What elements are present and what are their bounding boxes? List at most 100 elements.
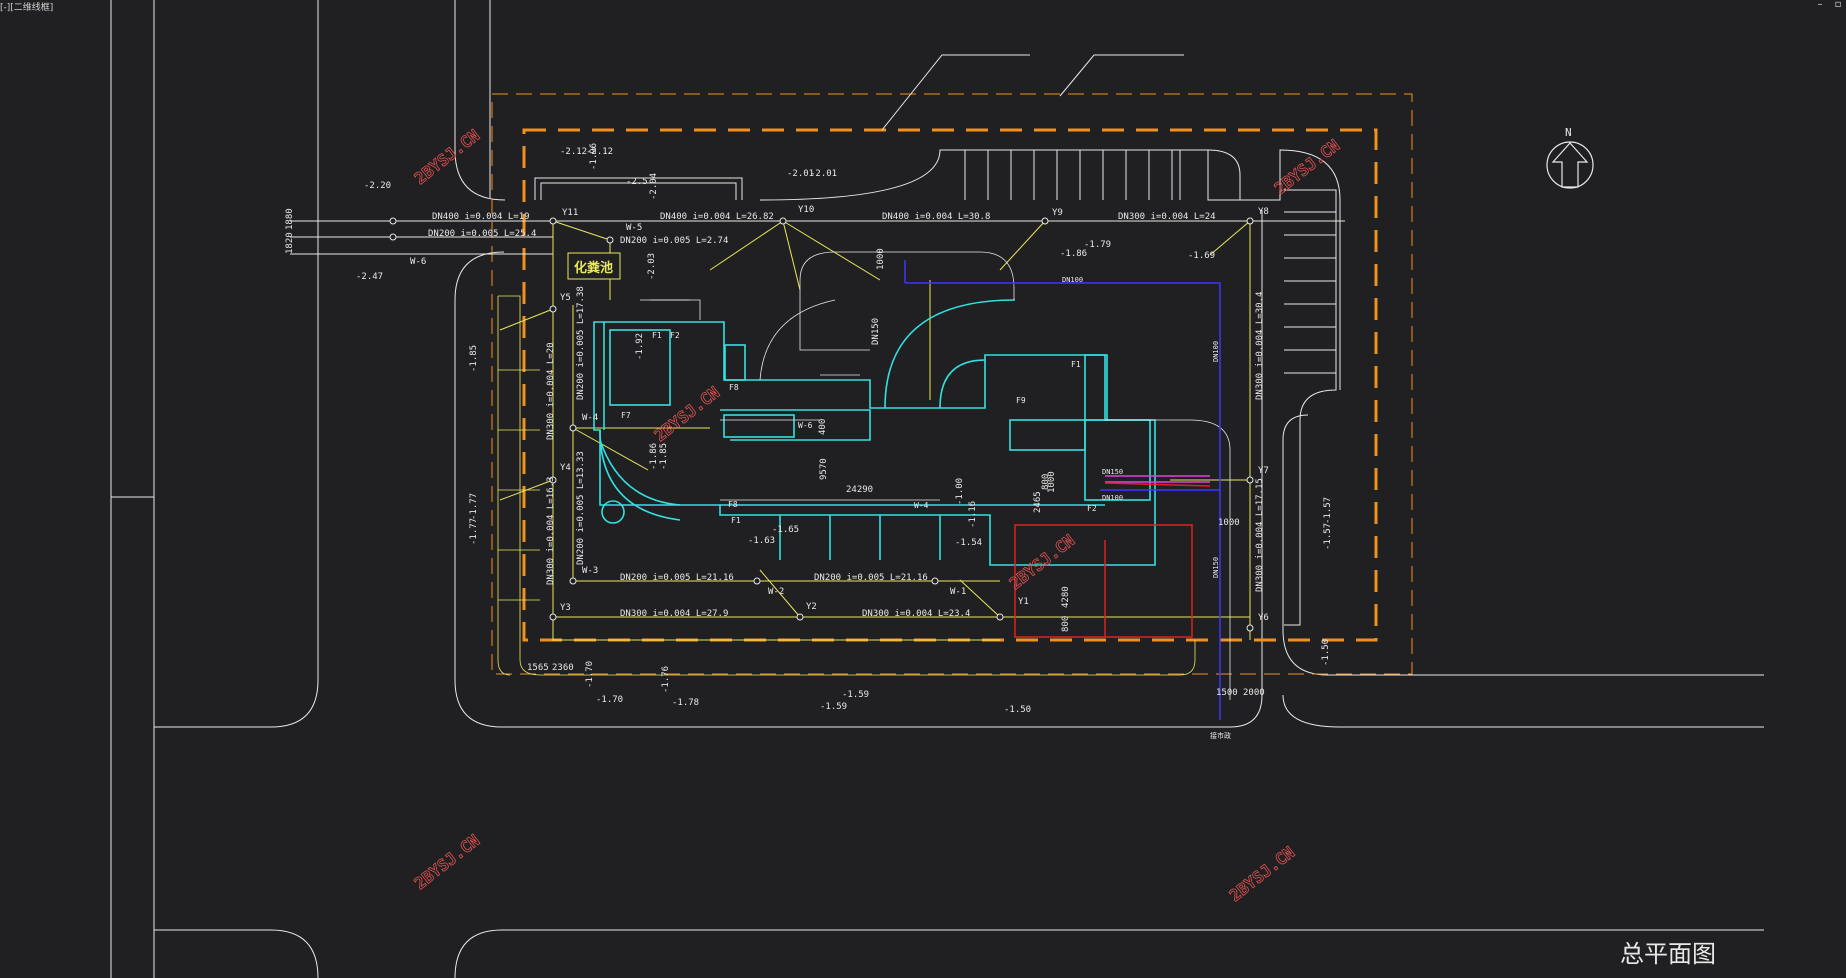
window-controls: – ▫ — [1814, 0, 1844, 10]
pipe-label: DN200 i=0.005 L=13.33 — [576, 451, 586, 565]
watermark: 2BYSJ.CN — [1006, 531, 1078, 593]
pipe-label: DN300 i=0.004 L=16.3 — [546, 477, 556, 585]
pipe-label: DN300 i=0.004 L=27.9 — [620, 609, 728, 619]
elevation-label: -1.50 — [1004, 705, 1031, 715]
dimension-label: 800 — [1041, 474, 1051, 490]
watermark: 2BYSJ.CN — [1226, 843, 1298, 905]
room-tag: F1 — [652, 331, 662, 340]
building-outline — [593, 299, 1156, 566]
node-w6: W-6 — [410, 257, 426, 267]
dimension-label: 1880 — [285, 208, 295, 230]
septic-tank — [567, 252, 621, 280]
pipe-label: DN400 i=0.004 L=30.8 — [882, 212, 990, 222]
pipe-label: DN150 — [1102, 468, 1123, 476]
dimension-label: 1820 — [285, 232, 295, 254]
room-tag: F1 — [731, 516, 741, 525]
elevation-label: -2.01 — [787, 169, 814, 179]
elevation-label: -1.16 — [968, 501, 978, 528]
elevation-label: -1.65 — [772, 525, 799, 535]
elevation-label: -2.01 — [810, 169, 837, 179]
pipe-label: DN150 — [1212, 557, 1220, 578]
fire-pipes — [1105, 475, 1210, 483]
document-tab[interactable]: [-][二维线框] — [0, 3, 54, 13]
room-tag: F2 — [1087, 504, 1097, 513]
minimize-button[interactable]: – — [1817, 0, 1823, 10]
dimension-label: 1000 — [1047, 471, 1057, 493]
room-tag: F2 — [670, 331, 680, 340]
room-tag: W-6 — [798, 421, 813, 430]
elevation-label: -1.79 — [1084, 240, 1111, 250]
node-w1: W-1 — [950, 587, 966, 597]
elevation-label: -1.59 — [820, 702, 847, 712]
watermark: 2BYSJ.CN — [411, 831, 483, 893]
restore-button[interactable]: ▫ — [1834, 0, 1842, 10]
elevation-label: -1.96 — [589, 143, 599, 170]
room-tag: W-4 — [914, 501, 929, 510]
elevation-label: -1.85 — [659, 443, 669, 470]
drainage-pipes — [290, 220, 1345, 255]
building-details — [640, 251, 1231, 700]
courtyard-outline — [497, 295, 1196, 676]
node-y3: Y3 — [560, 603, 571, 613]
elevation-label: -2.04 — [649, 173, 659, 200]
watermark: 2BYSJ.CN — [1271, 136, 1343, 198]
pipe-label: DN300 i=0.004 L=17.15 — [1255, 478, 1265, 592]
node-y8: Y8 — [1258, 207, 1269, 217]
node-w2: W-2 — [768, 587, 784, 597]
pipe-label: DN200 i=0.005 L=21.16 — [814, 573, 928, 583]
elevation-label: -2.20 — [364, 181, 391, 191]
elevation-label: -1.86 — [649, 443, 659, 470]
node-w5: W-5 — [626, 223, 642, 233]
pipe-label: DN100 — [1102, 494, 1123, 502]
drawing-title: 总平面图 — [1620, 940, 1716, 968]
node-y7: Y7 — [1258, 466, 1269, 476]
dimension-label: 800 — [1061, 616, 1071, 632]
leader-lines — [881, 54, 1184, 131]
manholes — [389, 217, 1254, 632]
elevation-labels: -2.20 -2.12 -2.12 -1.96 -2.5 -2.04 -2.01… — [356, 143, 1333, 715]
pipe-label: DN150 — [871, 318, 881, 345]
room-tags: F1 F2 F8 F7 F8 F1 F9 F1 F2 W-6 W-4 接市政 — [621, 331, 1231, 740]
dimension-label: 1500 — [1216, 688, 1238, 698]
node-w4: W-4 — [582, 413, 598, 423]
node-y10: Y10 — [798, 205, 814, 215]
pipe-label: DN200 i=0.005 L=21.16 — [620, 573, 734, 583]
pipe-label: DN200 i=0.005 L=25.4 — [428, 229, 536, 239]
north-arrow-icon — [1546, 141, 1594, 189]
manhole-labels: Y11 Y10 Y9 Y8 Y7 Y6 Y5 Y4 Y3 Y2 Y1 W-1 W… — [410, 205, 1269, 623]
dimension-label: 2360 — [552, 663, 574, 673]
dimension-label: 1565 — [527, 663, 549, 673]
elevation-label: -1.63 — [748, 536, 775, 546]
dimension-label: 24290 — [846, 485, 873, 495]
room-tag: F1 — [1071, 360, 1081, 369]
elevation-label: -1.92 — [635, 333, 645, 360]
node-y1: Y1 — [1018, 597, 1029, 607]
dimension-label: 9570 — [819, 458, 829, 480]
elevation-label: -1.77 — [469, 493, 479, 520]
elevation-label: -1.70 — [585, 661, 595, 688]
elevation-label: -1.78 — [672, 698, 699, 708]
elevation-label: -1.70 — [596, 695, 623, 705]
watermark: 2BYSJ.CN — [411, 126, 483, 188]
elevation-label: -1.54 — [955, 538, 982, 548]
elevation-label: -1.57 — [1323, 523, 1333, 550]
room-tag: F7 — [621, 411, 631, 420]
room-tag: 接市政 — [1210, 731, 1231, 740]
water-supply-pipes — [904, 260, 1221, 720]
elevation-label: -2.12 — [586, 147, 613, 157]
elevation-label: -1.85 — [469, 345, 479, 372]
elevation-label: -2.03 — [647, 253, 657, 280]
node-y2: Y2 — [806, 602, 817, 612]
pipe-label: DN300 i=0.004 L=30.4 — [1255, 292, 1265, 400]
dimension-label: 400 — [818, 419, 828, 435]
elevation-label: -1.59 — [842, 690, 869, 700]
room-tag: F8 — [728, 500, 738, 509]
node-w3: W-3 — [582, 566, 598, 576]
red-lines — [1014, 482, 1211, 638]
elevation-label: -1.77 — [469, 518, 479, 545]
parking-stalls — [534, 149, 1341, 626]
node-y6: Y6 — [1258, 613, 1269, 623]
elevation-label: -1.00 — [955, 478, 965, 505]
pipe-label: DN300 i=0.004 L=20 — [546, 342, 556, 440]
